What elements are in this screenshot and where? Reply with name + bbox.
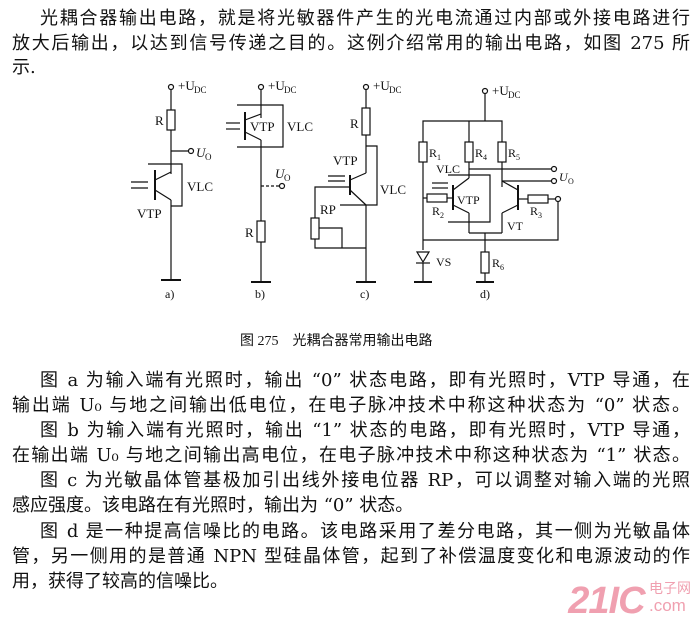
- svg-text:6: 6: [500, 263, 504, 272]
- figure-caption: 图 275 光耦合器常用输出电路: [240, 333, 433, 349]
- svg-text:VTP: VTP: [137, 206, 162, 221]
- text-line: 用，获得了较高的信噪比。: [12, 571, 228, 592]
- svg-text:VTP: VTP: [250, 119, 275, 134]
- svg-text:VS: VS: [436, 255, 451, 269]
- svg-text:R: R: [492, 256, 500, 270]
- svg-text:DC: DC: [389, 85, 402, 95]
- text-line: 示.: [12, 57, 36, 78]
- svg-text:DC: DC: [284, 85, 297, 95]
- svg-text:VLC: VLC: [287, 119, 313, 134]
- svg-text:+U: +U: [373, 78, 390, 93]
- svg-text:VLC: VLC: [436, 162, 460, 176]
- svg-text:3: 3: [538, 211, 542, 220]
- text-line: 管，另一侧用的是普通 NPN 型硅晶体管，起到了补偿温度变化和电源波动的作: [12, 546, 690, 567]
- svg-text:1: 1: [437, 153, 441, 162]
- svg-text:R: R: [432, 204, 440, 218]
- text-line: 在输出端 U₀ 与地之间输出高电位，在电子脉冲技术中称这种状态为 “1” 状态。: [12, 445, 690, 466]
- svg-text:O: O: [284, 173, 291, 183]
- svg-text:R: R: [429, 146, 437, 160]
- text-line: 感应强度。该电路在有光照时，输出为 “0” 状态。: [12, 495, 414, 516]
- light-arrows-icon: [131, 181, 148, 189]
- svg-text:VTP: VTP: [457, 193, 480, 207]
- svg-text:RP: RP: [320, 202, 336, 217]
- svg-text:VLC: VLC: [380, 182, 406, 197]
- svg-text:a): a): [165, 287, 174, 301]
- text-line: 图 c 为光敏晶体管基极加引出线外接电位器 RP，可以调整对输入端的光照: [40, 470, 690, 491]
- resistor-r: [166, 109, 176, 131]
- light-arrows-icon: [432, 182, 448, 189]
- svg-text:VLC: VLC: [187, 179, 213, 194]
- svg-text:DC: DC: [508, 90, 521, 100]
- svg-text:+U: +U: [268, 78, 285, 93]
- svg-text:VTP: VTP: [333, 153, 358, 168]
- svg-text:U: U: [196, 145, 207, 160]
- svg-text:U: U: [559, 170, 569, 184]
- text-line: 图 a 为输入端有光照时，输出 “0” 状态电路，即有光照时，VTP 导通，在: [40, 370, 690, 391]
- text-line: 放大后输出，以达到信号传递之目的。这例介绍常用的输出电路，如图 275 所: [12, 33, 690, 54]
- svg-text:R: R: [155, 113, 164, 128]
- svg-text:DC: DC: [194, 85, 207, 95]
- svg-text:2: 2: [440, 211, 444, 220]
- svg-text:R: R: [475, 146, 483, 160]
- light-arrows-icon: [226, 122, 240, 130]
- svg-text:R: R: [530, 204, 538, 218]
- watermark-logo: 21IC 电子网 .com: [568, 580, 691, 622]
- svg-text:U: U: [275, 166, 286, 181]
- svg-text:R: R: [508, 146, 516, 160]
- svg-text:+U: +U: [492, 83, 509, 98]
- svg-text:b): b): [255, 287, 265, 301]
- svg-text:O: O: [568, 177, 574, 186]
- svg-text:+U: +U: [178, 78, 195, 93]
- svg-text:c): c): [360, 287, 369, 301]
- svg-text:4: 4: [483, 153, 487, 162]
- text-line: 光耦合器输出电路，就是将光敏器件产生的光电流通过内部或外接电路进行: [40, 8, 690, 29]
- text-line: 图 d 是一种提高信噪比的电路。该电路采用了差分电路，其一侧为光敏晶体: [40, 521, 690, 542]
- text-line: 图 b 为输入端有光照时，输出 “1” 状态的电路，即有光照时，VTP 导通，: [40, 420, 690, 441]
- svg-text:VT: VT: [507, 219, 524, 233]
- light-arrows-icon: [328, 175, 345, 182]
- svg-text:R: R: [350, 116, 359, 131]
- svg-text:O: O: [205, 152, 212, 162]
- svg-text:5: 5: [516, 153, 520, 162]
- svg-text:d): d): [480, 287, 490, 301]
- svg-text:R: R: [245, 225, 254, 240]
- text-line: 输出端 U₀ 与地之间输出低电位，在电子脉冲技术中称这种状态为 “0” 状态。: [12, 395, 690, 416]
